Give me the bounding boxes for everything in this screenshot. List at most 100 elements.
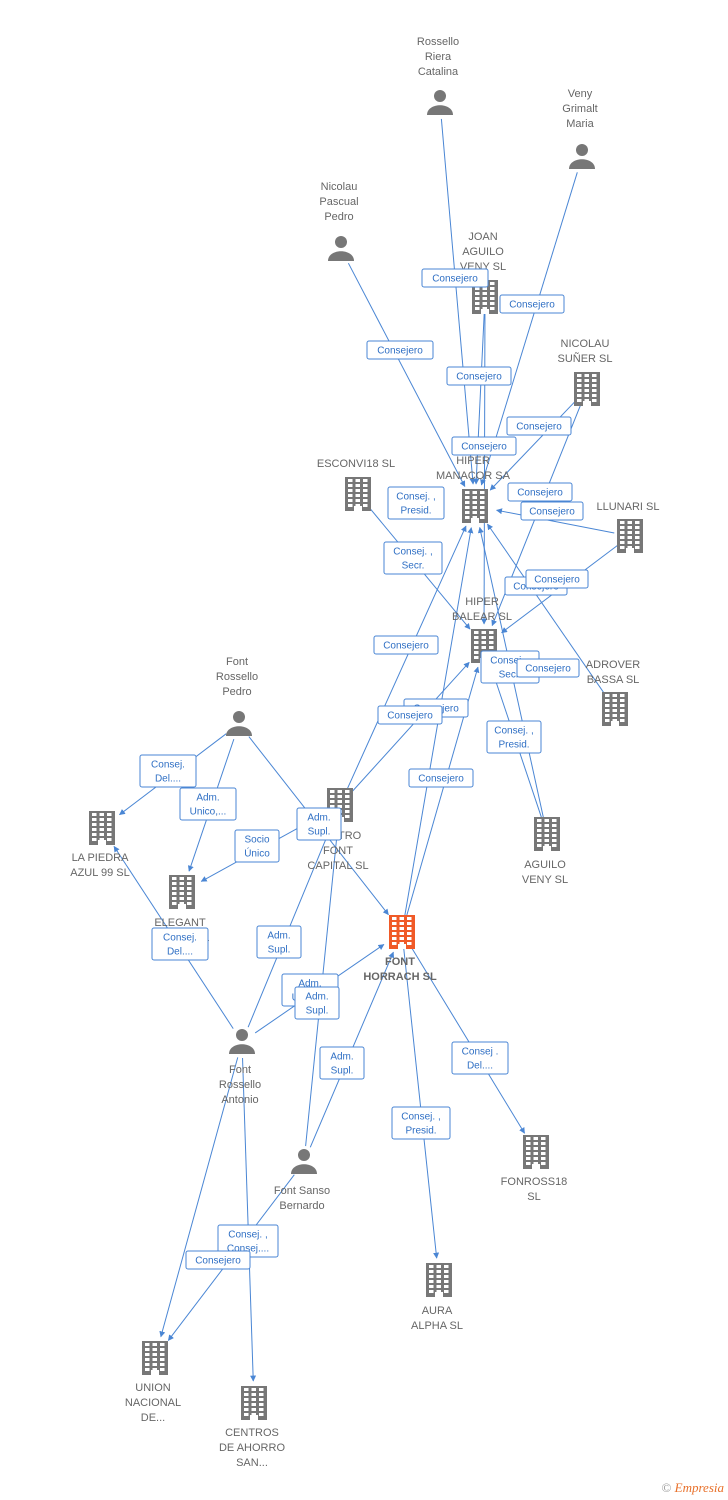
node-esconvi18[interactable]: ESCONVI18 SL bbox=[317, 458, 395, 511]
node-label: Pedro bbox=[222, 686, 251, 698]
relation-text: Supl. bbox=[306, 1006, 329, 1017]
node-font-horrach[interactable]: FONT HORRACH SL bbox=[363, 915, 437, 983]
copyright-symbol: © bbox=[661, 1480, 672, 1495]
relation-label[interactable]: Consej .Del.... bbox=[451, 1041, 509, 1075]
edge-veny_grimalt-to-hiper_manacor bbox=[480, 172, 578, 486]
node-label: FONT bbox=[385, 956, 415, 968]
node-label: Bernardo bbox=[279, 1200, 324, 1212]
edge-font_rossello_antonio-to-union_nacional bbox=[159, 1057, 239, 1338]
company-icon bbox=[142, 1341, 168, 1375]
relation-label[interactable]: Consejero bbox=[520, 501, 584, 521]
relation-text: Adm. bbox=[267, 931, 290, 942]
relation-text: Adm. bbox=[298, 979, 321, 990]
company-icon bbox=[462, 489, 488, 523]
node-adrover-bassa[interactable]: ADROVER BASSA SL bbox=[586, 659, 640, 726]
relation-text: Consejero bbox=[517, 488, 563, 499]
relation-label[interactable]: Consejero bbox=[516, 658, 580, 678]
relation-label[interactable]: Consej. ,Presid. bbox=[391, 1106, 451, 1140]
relation-text: Consejero bbox=[432, 274, 478, 285]
relation-label[interactable]: Consejero bbox=[373, 635, 439, 655]
company-icon bbox=[574, 372, 600, 406]
relation-label[interactable]: Consejero bbox=[185, 1250, 251, 1270]
relation-label[interactable]: Consejero bbox=[366, 340, 434, 360]
relation-label[interactable]: Adm.Unico,... bbox=[179, 787, 237, 821]
node-label: Riera bbox=[425, 51, 452, 63]
relation-text: Del.... bbox=[155, 774, 181, 785]
relation-text: Consej. , bbox=[228, 1230, 267, 1241]
node-label: HIPER bbox=[465, 596, 499, 608]
person-icon bbox=[328, 236, 354, 261]
node-label: HORRACH SL bbox=[363, 971, 437, 983]
relation-label[interactable]: Adm.Supl. bbox=[296, 807, 342, 841]
relation-label[interactable]: Consejero bbox=[451, 436, 517, 456]
edge-centro_font_capital-to-hiper_balear bbox=[350, 661, 470, 794]
relation-text: Consejero bbox=[529, 507, 575, 518]
node-label: BASSA SL bbox=[587, 674, 640, 686]
relation-label[interactable]: Consejero bbox=[421, 268, 489, 288]
relation-label[interactable]: Consejero bbox=[507, 482, 573, 502]
relation-label[interactable]: Consej. Del.... bbox=[139, 754, 197, 788]
company-icon bbox=[617, 519, 643, 553]
relation-label[interactable]: Consej. ,Secr. bbox=[383, 541, 443, 575]
relation-label[interactable]: Consejero bbox=[408, 768, 474, 788]
node-label: CENTROS bbox=[225, 1427, 279, 1439]
node-label: Antonio bbox=[221, 1094, 258, 1106]
relation-text: Adm. bbox=[196, 793, 219, 804]
relation-label[interactable]: Adm.Supl. bbox=[256, 925, 302, 959]
edge-font_rossello_antonio-to-centros_ahorro bbox=[242, 1057, 257, 1382]
relation-label[interactable]: Consejero bbox=[506, 416, 572, 436]
relation-label[interactable]: Adm.Supl. bbox=[294, 986, 340, 1020]
node-label: VENY SL bbox=[522, 874, 568, 886]
node-label: Grimalt bbox=[562, 103, 597, 115]
relation-label[interactable]: Consejero bbox=[499, 294, 565, 314]
relation-label[interactable]: Consej. ,Presid. bbox=[486, 720, 542, 754]
relation-label[interactable]: Adm. Supl. bbox=[319, 1046, 365, 1080]
edge-centro_font_capital-to-hiper_manacor bbox=[346, 525, 467, 791]
company-icon bbox=[523, 1135, 549, 1169]
node-label: Pedro bbox=[324, 211, 353, 223]
node-label: Pascual bbox=[319, 196, 358, 208]
relation-text: Socio bbox=[244, 835, 269, 846]
node-llunari[interactable]: LLUNARI SL bbox=[597, 501, 660, 553]
relation-text: Consej. bbox=[151, 760, 185, 771]
relation-text: Presid. bbox=[498, 740, 529, 751]
node-label: HIPER bbox=[456, 455, 490, 467]
relation-text: Único bbox=[244, 847, 270, 860]
node-label: AGUILO bbox=[462, 246, 504, 258]
node-label: ELEGANT bbox=[154, 917, 206, 929]
relation-label[interactable]: Consej.Del.... bbox=[151, 927, 209, 961]
node-label: ALPHA SL bbox=[411, 1320, 463, 1332]
edge-font_horrach-to-aura_alpha bbox=[403, 947, 440, 1259]
node-label: FONROSS18 bbox=[501, 1176, 568, 1188]
node-union-nacional[interactable]: UNIONNACIONALDE... bbox=[125, 1341, 181, 1424]
relation-text: Consej. , bbox=[393, 547, 432, 558]
node-label: NICOLAU bbox=[561, 338, 610, 350]
relation-label[interactable]: Consejero bbox=[525, 569, 589, 589]
relations-layer: ConsejeroConsejeroConsejeroConsejeroCons… bbox=[139, 268, 589, 1270]
relation-text: Consejero bbox=[383, 641, 429, 652]
node-label: DE AHORRO bbox=[219, 1442, 285, 1454]
relation-label[interactable]: Consejero bbox=[446, 366, 512, 386]
edge-llunari-to-hiper_manacor bbox=[496, 508, 615, 534]
relation-text: Supl. bbox=[331, 1066, 354, 1077]
relation-label[interactable]: Consejero bbox=[377, 705, 443, 725]
node-label: ADROVER bbox=[586, 659, 640, 671]
relation-label[interactable]: Consej. ,Presid. bbox=[387, 486, 445, 520]
relation-text: Adm. bbox=[330, 1052, 353, 1063]
edge-joan_aguilo-to-hiper_balear bbox=[481, 312, 488, 625]
